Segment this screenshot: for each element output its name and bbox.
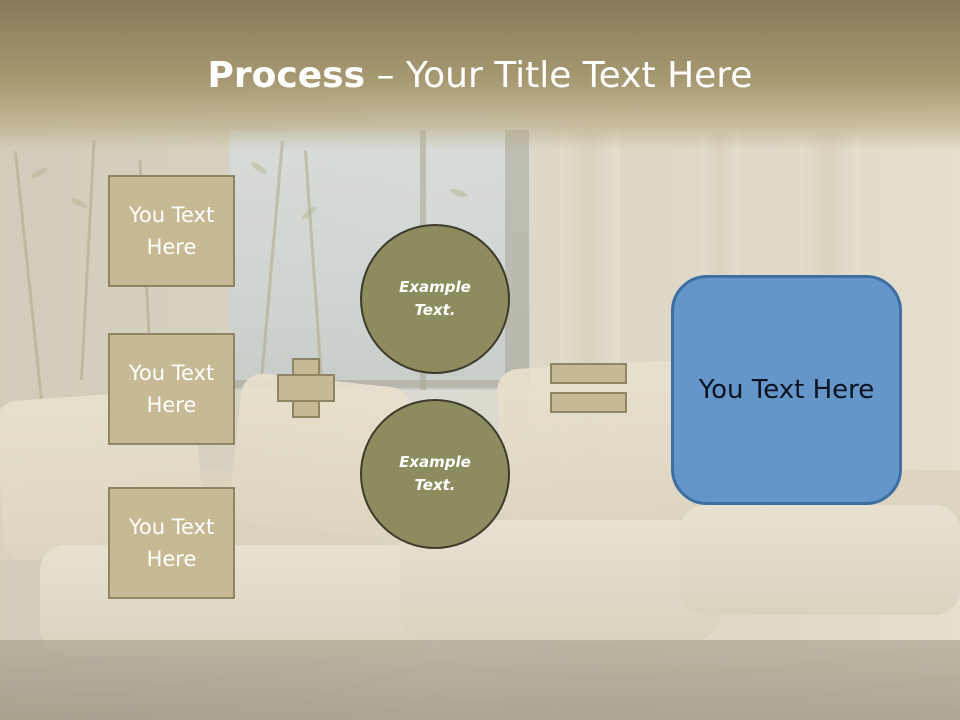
plus-center [294,376,318,400]
example-circle-2[interactable]: Example Text. [360,399,510,549]
window-sill [230,380,530,388]
title-rest: Your Title Text Here [405,55,753,96]
equals-bottom-bar [550,392,627,413]
sofa-seat [680,505,960,615]
title-bold: Process [207,55,366,96]
result-box[interactable]: You Text Here [671,275,902,505]
text-box-1[interactable]: You Text Here [108,175,235,287]
title-dash: – [365,55,406,96]
example-circle-1[interactable]: Example Text. [360,224,510,374]
equals-top-bar [550,363,627,384]
sofa-seat [40,545,430,655]
sofa-base [0,640,960,720]
slide-title[interactable]: Process – Your Title Text Here [0,52,960,100]
text-box-3[interactable]: You Text Here [108,487,235,599]
title-band [0,0,960,150]
text-box-2[interactable]: You Text Here [108,333,235,445]
